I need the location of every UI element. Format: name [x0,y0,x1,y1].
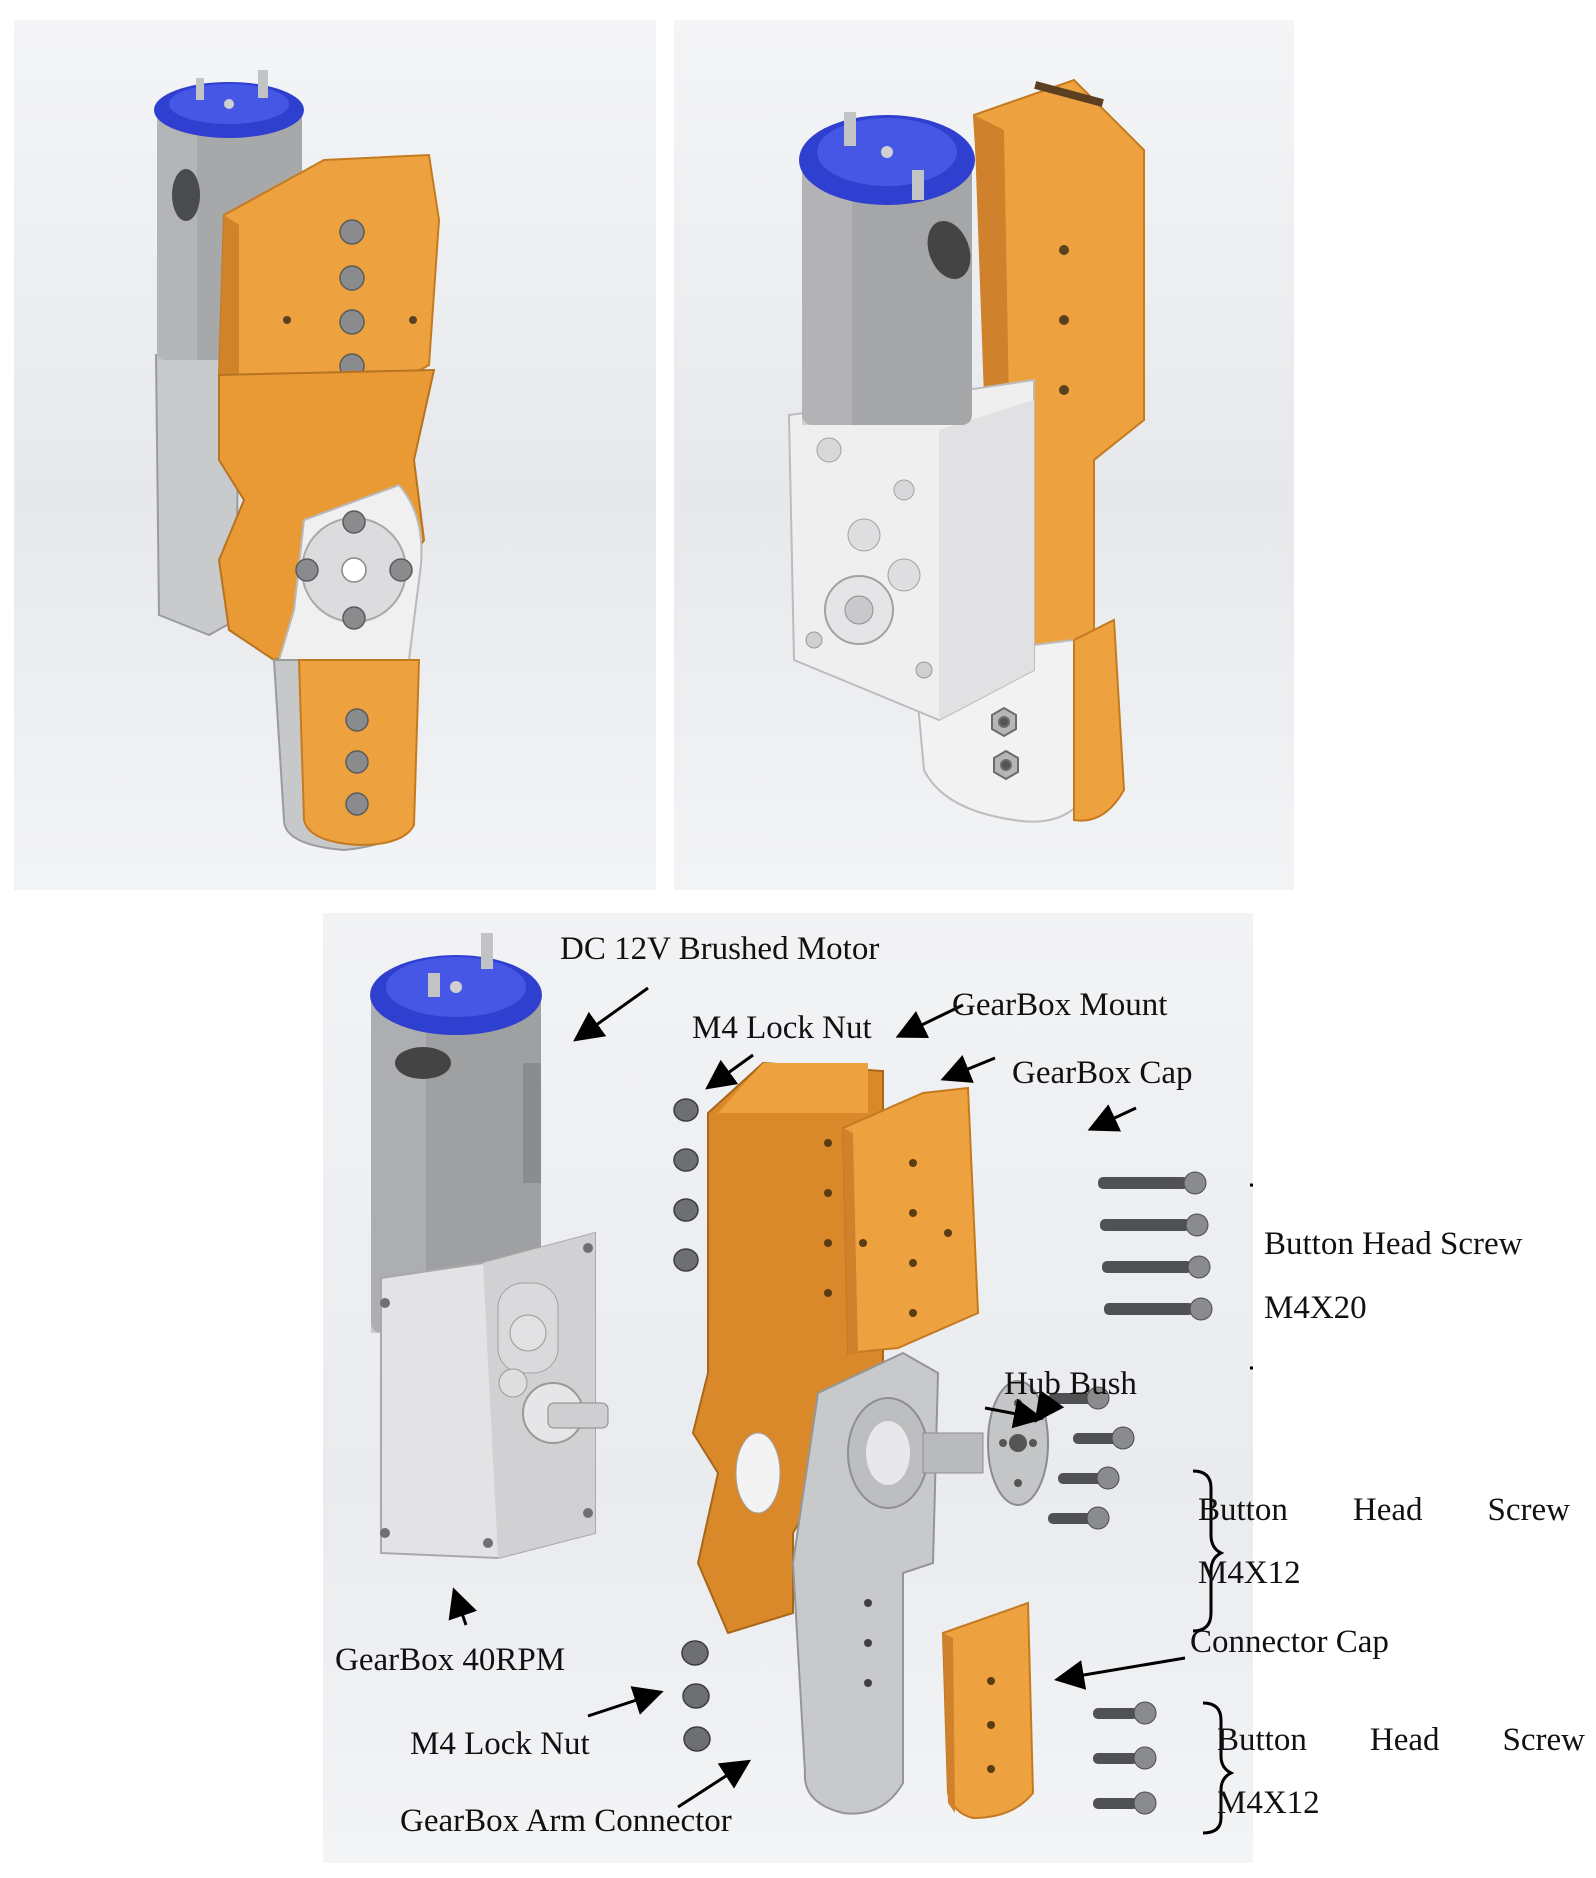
label-button-head-screw-3: Button Head Screw [1217,1724,1585,1757]
label-dc-motor: DC 12V Brushed Motor [560,931,880,967]
lock-nuts-top [673,1098,699,1272]
exploded-view-drawing [370,933,1253,1835]
motor-terminal [912,170,924,200]
lock-nuts [991,706,1019,781]
label-gearbox-mount: GearBox Mount [952,987,1168,1023]
motor-terminal [428,973,440,997]
screws-m4x12-hub [1048,1386,1135,1530]
word-head: Head [1369,1722,1440,1758]
label-m4x12-a: M4X12 [1198,1555,1301,1591]
label-button-head-screw-1: Button Head Screw [1264,1226,1523,1262]
render-assembled-front [14,20,656,890]
lock-nuts-bottom [681,1640,711,1752]
motor-terminal [258,70,268,98]
word-button: Button [1198,1492,1288,1528]
render-assembled-rear [674,20,1294,890]
motor-terminal [844,112,856,146]
screws-m4x20 [1098,1171,1213,1321]
connector-cap [1073,618,1126,822]
connector-cap [941,1601,1035,1820]
word-button: Button [1217,1722,1307,1758]
motor-vent-slot [172,169,200,221]
label-gearbox-cap: GearBox Cap [1012,1055,1193,1091]
label-m4x12-b: M4X12 [1217,1785,1320,1821]
grouping-braces [1192,1183,1253,1835]
word-screw: Screw [1487,1492,1570,1528]
motor-vent-slot [395,1047,451,1079]
callout-arrows [448,986,1186,1809]
render-exploded-view [323,913,1253,1863]
label-m4x20: M4X20 [1264,1290,1367,1326]
label-gearbox-40rpm: GearBox 40RPM [335,1642,566,1678]
label-connector-cap: Connector Cap [1190,1624,1389,1660]
assembled-rear-drawing [787,78,1145,823]
motor-terminal [481,933,493,969]
output-shaft [547,1402,609,1429]
screws-m4x12-connector [1093,1701,1157,1815]
label-m4-lock-nut-top: M4 Lock Nut [692,1010,872,1046]
label-m4-lock-nut-bottom: M4 Lock Nut [410,1726,590,1762]
motor-terminal [196,78,204,100]
cap-screws [339,219,365,379]
cap-holes [859,1159,952,1317]
label-gearbox-arm-connector: GearBox Arm Connector [400,1803,732,1839]
assembled-front-drawing [154,70,441,852]
word-screw: Screw [1502,1722,1585,1758]
label-button-head-screw-2: Button Head Screw [1198,1494,1570,1527]
label-hub-bush: Hub Bush [1004,1366,1137,1402]
word-head: Head [1352,1492,1423,1528]
connector-screws [345,708,369,816]
motor-vent-slot [927,220,971,280]
